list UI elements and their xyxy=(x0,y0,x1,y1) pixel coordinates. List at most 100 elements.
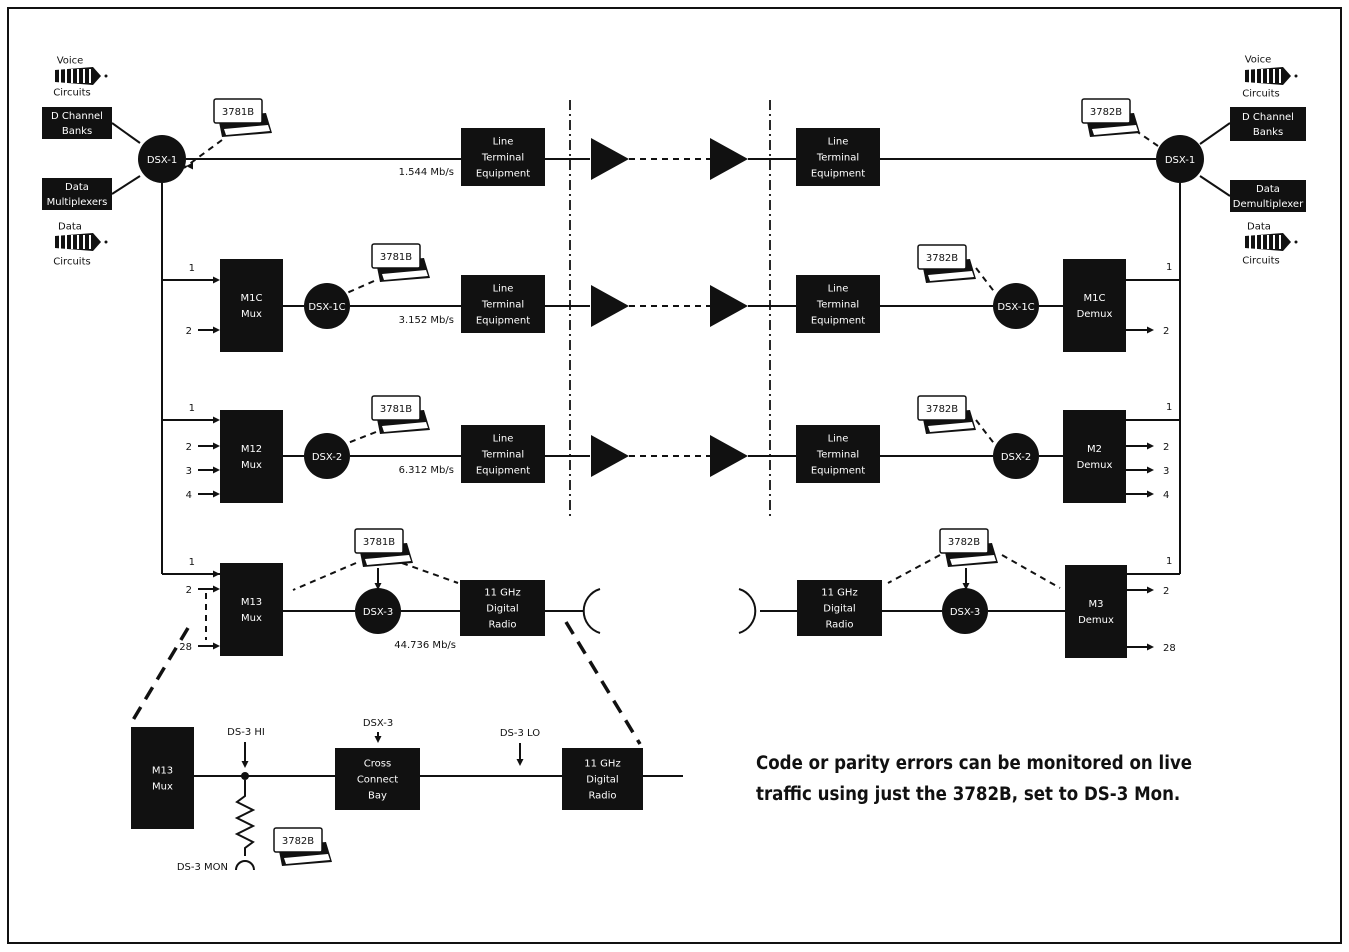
signal-dot xyxy=(104,74,108,78)
dsx-2-left xyxy=(304,433,350,479)
digital-radio-left-label: Digital xyxy=(486,604,518,615)
antenna-right xyxy=(738,588,757,634)
m2-demux-label: Demux xyxy=(1077,460,1113,471)
line-terminal-equipment-right-label: Terminal xyxy=(816,153,859,164)
detail-cross-connect-bay xyxy=(335,748,420,810)
instrument-panel xyxy=(1081,98,1131,124)
instrument-3781b-row1: 3781B xyxy=(213,98,272,137)
signal-stripe xyxy=(59,69,61,83)
instrument-stripe xyxy=(224,125,270,135)
dsx1-left-label: DSX-1 xyxy=(147,155,177,166)
signal-stripe xyxy=(1255,69,1257,83)
line-terminal-equipment-left xyxy=(461,275,545,333)
signal-stripe xyxy=(1267,235,1269,249)
instrument-label: 3782B xyxy=(948,537,980,548)
data-demultiplexer-right xyxy=(1230,180,1306,212)
line-terminal-equipment-right-label: Equipment xyxy=(811,169,865,180)
dsx-1c-right xyxy=(993,283,1039,329)
signal-stripe xyxy=(89,235,91,249)
arrow-head xyxy=(213,585,220,593)
output-port-label: 2 xyxy=(1163,326,1169,337)
detail-cross-connect-bay-label: Connect xyxy=(357,775,398,786)
instrument-label: 3782B xyxy=(926,404,958,415)
rate-row-1: 1.544 Mb/s xyxy=(399,167,454,178)
instrument-label: 3781B xyxy=(380,404,412,415)
figure-frame xyxy=(7,7,1342,944)
instrument-stripe xyxy=(928,422,974,432)
instrument-stripe xyxy=(928,271,974,281)
digital-radio-right xyxy=(797,580,882,636)
detail-cross-connect-bay-label: Cross xyxy=(364,759,391,770)
m3-demux-label: M3 xyxy=(1089,599,1104,610)
line-terminal-equipment-right-label: Terminal xyxy=(816,450,859,461)
m2-demux-label: M2 xyxy=(1087,444,1102,455)
wire xyxy=(1199,122,1231,145)
m1c-mux xyxy=(220,259,283,352)
resistor xyxy=(234,780,256,856)
instrument-panel xyxy=(273,827,323,853)
signal-stripe xyxy=(83,69,85,83)
signal-stripe xyxy=(89,69,91,83)
digital-radio-right-label: 11 GHz xyxy=(821,588,857,599)
antenna-left xyxy=(582,588,601,634)
signal-stripe xyxy=(1273,235,1275,249)
arrow-head xyxy=(213,466,220,474)
arrow-head xyxy=(213,442,220,450)
instrument-3781b-row4: 3781B xyxy=(354,528,413,567)
instrument-panel xyxy=(371,243,421,269)
input-port-label: 1 xyxy=(189,557,195,568)
signal-stripe xyxy=(1249,235,1251,249)
repeater-right xyxy=(710,138,748,180)
instrument-stripe xyxy=(382,422,428,432)
signal-dot xyxy=(1294,74,1298,78)
line-terminal-equipment-right-label: Terminal xyxy=(816,300,859,311)
detail-cross-connect-bay-label: Bay xyxy=(368,791,387,802)
probe-link xyxy=(401,562,459,584)
instrument-panel xyxy=(371,395,421,421)
m3-demux xyxy=(1065,565,1127,658)
instrument-3782b-row3: 3782B xyxy=(917,395,976,434)
arrow-head xyxy=(1147,490,1154,498)
digital-radio-right-label: Radio xyxy=(825,620,853,631)
probe-link xyxy=(975,419,997,447)
instrument-stripe xyxy=(1092,125,1138,135)
m13-mux xyxy=(220,563,283,656)
signal-stripe xyxy=(77,235,79,249)
line-terminal-equipment-left-label: Equipment xyxy=(476,316,530,327)
line-terminal-equipment-right-label: Equipment xyxy=(811,466,865,477)
dsx-2-left-label: DSX-2 xyxy=(312,452,342,463)
probe-link xyxy=(292,562,357,591)
signal-stripe xyxy=(77,69,79,83)
rate-row-2: 3.152 Mb/s xyxy=(399,315,454,326)
signal-dot xyxy=(1294,240,1298,244)
monitor-jack xyxy=(235,860,255,871)
line-terminal-equipment-right xyxy=(796,425,880,483)
d-channel-banks-right-label: Banks xyxy=(1253,127,1283,138)
data-circuits-right-icon xyxy=(1245,233,1298,251)
detail-digital-radio-label: Radio xyxy=(588,791,616,802)
data-multiplexers-left-label: Multiplexers xyxy=(47,197,108,208)
line-terminal-equipment-left-label: Equipment xyxy=(476,169,530,180)
m1c-demux-label: M1C xyxy=(1084,293,1106,304)
line-terminal-equipment-right-label: Line xyxy=(828,137,849,148)
voice-label-left: Voice xyxy=(57,56,84,67)
m12-mux-label: M12 xyxy=(241,444,262,455)
dsx-1c-right-label: DSX-1C xyxy=(997,302,1034,313)
instrument-label: 3781B xyxy=(363,537,395,548)
detail-digital-radio xyxy=(562,748,643,810)
m13-mux-label: M13 xyxy=(241,597,262,608)
rate-row-3: 6.312 Mb/s xyxy=(399,465,454,476)
dsx-2-right xyxy=(993,433,1039,479)
arrow-head xyxy=(1147,586,1154,594)
arrow-head xyxy=(213,276,220,284)
m13-mux-label: Mux xyxy=(241,613,262,624)
data-multiplexers-left-label: Data xyxy=(65,182,89,193)
arrow-head xyxy=(1147,643,1154,651)
dsx-1c-left xyxy=(304,283,350,329)
instrument-stripe xyxy=(382,270,428,280)
signal-stripe xyxy=(1279,69,1281,83)
d-channel-banks-right-label: D Channel xyxy=(1242,112,1294,123)
ds3-hi-label: DS-3 HI xyxy=(227,727,265,738)
instrument-3782b-row1: 3782B xyxy=(1081,98,1140,137)
instrument-3782b-row4: 3782B xyxy=(939,528,998,567)
